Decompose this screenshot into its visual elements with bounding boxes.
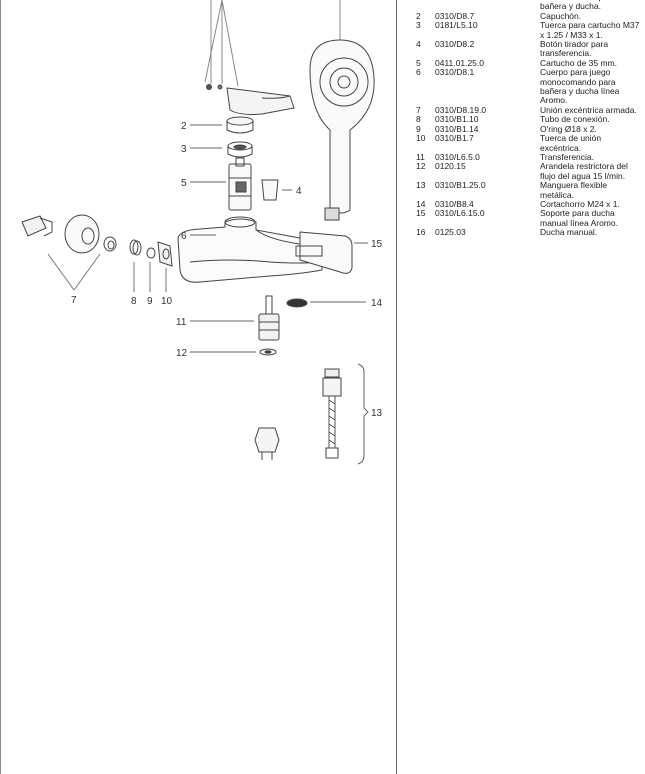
callout-2: 2 (181, 121, 187, 132)
aerator-part (286, 298, 308, 308)
parts-list-row: 13 0310/B1.25.0 Manguera flexible metálica… (416, 180, 641, 200)
part-description: Tuerca para cartucho M37 x 1.25 / M33 x … (540, 20, 640, 40)
callout-7: 7 (71, 295, 77, 306)
part-description: Soporte para ducha manual línea Aromo. (540, 208, 618, 228)
part-code: 0310/D8.2 (435, 39, 475, 50)
column-divider (396, 0, 397, 774)
part-number: 2 (416, 10, 421, 21)
callout-14: 14 (371, 298, 383, 309)
part-code: 0310/B1.25.0 (435, 180, 486, 191)
part-code: 0181/L5.10 (435, 20, 478, 31)
callout-5: 5 (181, 178, 187, 189)
part-description: Tuerca de unión excéntrica. (540, 133, 602, 153)
part-number: 8 (416, 114, 421, 125)
part-number: 12 (416, 161, 426, 172)
parts-list-row: 14 0310/B8.4 Cortachorro M24 x 1. (416, 198, 641, 209)
callout-3: 3 (181, 144, 187, 155)
parts-list-row: monocomando para bañera y ducha. (416, 0, 641, 12)
parts-list-row: 3 0181/L5.10 Tuerca para cartucho M37 x 1.… (416, 20, 641, 40)
parts-list-row: 10 0310/B1.7 Tuerca de unión excéntrica. (416, 133, 641, 153)
parts-list-row: 4 0310/D8.2 Botón tirador para transferenc… (416, 39, 641, 59)
flexible-hose-part (254, 363, 369, 465)
push-button-part (261, 179, 279, 201)
part-number: 11 (416, 151, 425, 162)
parts-list-row: 11 0310/L6.5.0 Transferencia. (416, 151, 641, 162)
part-description: Tubo de conexión. (540, 114, 610, 125)
part-code: 0310/B1.10 (435, 114, 479, 125)
part-number: 9 (416, 123, 421, 134)
part-description: O'ring Ø18 x 2. (540, 123, 597, 134)
lever-handle-part (204, 0, 295, 115)
part-code: 0411.01.25.0 (435, 57, 484, 68)
cartridge-part (228, 157, 252, 211)
parts-list-row: 8 0310/B1.10 Tubo de conexión. (416, 114, 641, 125)
part-number: 7 (416, 104, 421, 115)
part-number: 3 (416, 20, 421, 31)
callout-13: 13 (371, 408, 383, 419)
part-number: 15 (416, 208, 426, 219)
part-code: 0310/B1.7 (435, 133, 474, 144)
shower-support-part (295, 231, 353, 274)
part-description: Transferencia. (540, 151, 595, 162)
part-number: 14 (416, 198, 426, 209)
parts-list-row: 7 0310/D8.19.0 Unión excéntrica armada. (416, 104, 641, 115)
callout-11: 11 (176, 317, 187, 328)
cartridge-nut-part (227, 141, 253, 158)
part-description: Unión excéntrica armada. (540, 104, 637, 115)
callout-8: 8 (131, 296, 137, 307)
part-description: Cortachorro M24 x 1. (540, 198, 620, 209)
part-code: 0310/L6.15.0 (435, 208, 485, 219)
cap-ring-part (226, 116, 254, 134)
diverter-part (258, 295, 280, 341)
part-code: 0310/D8.7 (435, 10, 475, 21)
callout-10: 10 (161, 296, 173, 307)
part-description: Cuerpo para juego monocomando para bañer… (540, 67, 620, 106)
part-number: 13 (416, 180, 426, 191)
parts-list-row: 2 0310/D8.7 Capuchón. (416, 10, 641, 21)
part-description: Ducha manual. (540, 227, 598, 238)
callout-12: 12 (176, 348, 188, 359)
part-description: Botón tirador para transferencia. (540, 39, 609, 59)
part-code: 0310/B8.4 (435, 198, 474, 209)
part-description: Capuchón. (540, 10, 582, 21)
part-code: 0120.15 (435, 161, 466, 172)
parts-list: monocomando para bañera y ducha. 2 0310/D8… (416, 0, 641, 238)
callout-9: 9 (147, 296, 153, 307)
callout-15: 15 (371, 239, 383, 250)
parts-list-row: 16 0125.03 Ducha manual. (416, 227, 641, 238)
page-left-edge (0, 0, 1, 774)
part-code: 0125.03 (435, 227, 466, 238)
parts-list-row: 5 0411.01.25.0 Cartucho de 35 mm. (416, 57, 641, 68)
part-number: 4 (416, 39, 421, 50)
part-description: Arandela restrictora del flujo del agua … (540, 161, 628, 181)
part-description: Manguera flexible metálica. (540, 180, 608, 200)
hand-shower-part (309, 0, 375, 221)
part-number: 6 (416, 67, 421, 78)
part-code: 0310/B1.14 (435, 123, 479, 134)
restrictor-washer-part (259, 348, 277, 356)
parts-list-row: 15 0310/L6.15.0 Soporte para ducha manual … (416, 208, 641, 228)
part-code: 0310/D8.1 (435, 67, 475, 78)
callout-4: 4 (296, 186, 302, 197)
part-number: 16 (416, 227, 426, 238)
part-number: 5 (416, 57, 421, 68)
parts-list-row: 9 0310/B1.14 O'ring Ø18 x 2. (416, 123, 641, 134)
callout-6: 6 (181, 231, 187, 242)
connection-parts-8-9-10 (129, 239, 173, 292)
part-description: monocomando para bañera y ducha. (540, 0, 616, 12)
part-number: 10 (416, 133, 426, 144)
part-code: 0310/D8.19.0 (435, 104, 487, 115)
part-description: Cartucho de 35 mm. (540, 57, 618, 68)
exploded-parts-diagram: 2 3 5 4 6 15 7 8 9 10 14 11 12 13 (21, 0, 383, 465)
eccentric-union-part (21, 214, 117, 291)
parts-list-row: 12 0120.15 Arandela restrictora del flujo … (416, 161, 641, 181)
parts-list-row: 6 0310/D8.1 Cuerpo para juego monocomando … (416, 67, 641, 106)
part-code: 0310/L6.5.0 (435, 151, 480, 162)
